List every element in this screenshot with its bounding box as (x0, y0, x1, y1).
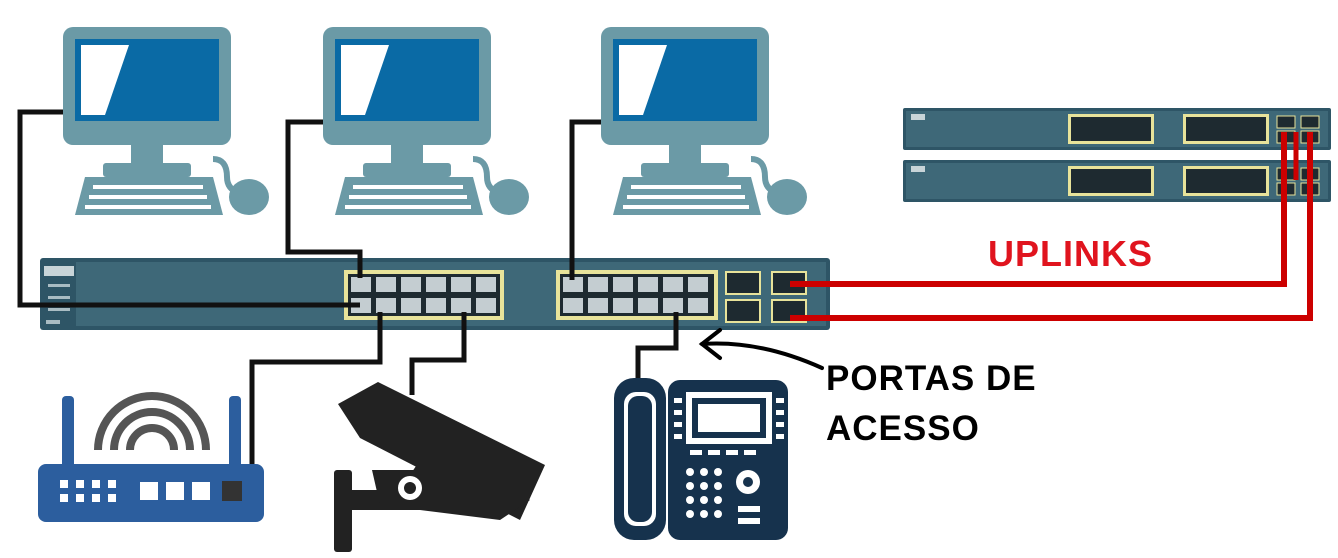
switch-port (351, 277, 371, 292)
cable-router (249, 312, 383, 470)
access-ports-label: PORTAS DE ACESSO (826, 354, 1037, 454)
switch-port (688, 298, 708, 313)
cable-camera (409, 312, 467, 395)
switch-port (476, 298, 496, 313)
access-ports-arrow (698, 328, 824, 370)
switch-port (663, 298, 683, 313)
switch-port (613, 277, 633, 292)
switch-port (688, 277, 708, 292)
uplink-cables (790, 132, 1313, 321)
switch-port (588, 277, 608, 292)
switch-port (563, 277, 583, 292)
switch-port (663, 277, 683, 292)
switch-port (376, 277, 396, 292)
cable-uplink-2 (790, 132, 1313, 321)
switch-port (451, 298, 471, 313)
computer-icon (63, 27, 269, 215)
cable-pc1 (17, 109, 360, 308)
access-switch-icon (40, 258, 830, 330)
ip-phone-icon (614, 378, 788, 540)
access-ports-label-line2: ACESSO (826, 409, 980, 448)
cable-phone (635, 312, 679, 380)
switch-port (638, 277, 658, 292)
switch-port (638, 298, 658, 313)
switch-port (426, 298, 446, 313)
cable-pc3 (569, 119, 601, 280)
switch-port (563, 298, 583, 313)
wifi-router-icon (38, 392, 264, 522)
switch-port (588, 298, 608, 313)
switch-port (351, 298, 371, 313)
access-ports-label-line1: PORTAS DE (826, 359, 1037, 398)
uplink-switch-icon (903, 108, 1331, 150)
computer-icon (323, 27, 529, 215)
switch-port (426, 277, 446, 292)
uplinks-label: UPLINKS (988, 233, 1154, 274)
switch-port (451, 277, 471, 292)
cable-uplink-1 (790, 132, 1287, 287)
cable-pc2 (285, 119, 363, 278)
access-cables (17, 109, 679, 470)
computer-icon (601, 27, 807, 215)
switch-port (476, 277, 496, 292)
switch-port (401, 298, 421, 313)
switch-port (376, 298, 396, 313)
security-camera-icon (334, 382, 545, 552)
switch-port (613, 298, 633, 313)
uplink-switch-icon (903, 160, 1331, 202)
switch-port (401, 277, 421, 292)
